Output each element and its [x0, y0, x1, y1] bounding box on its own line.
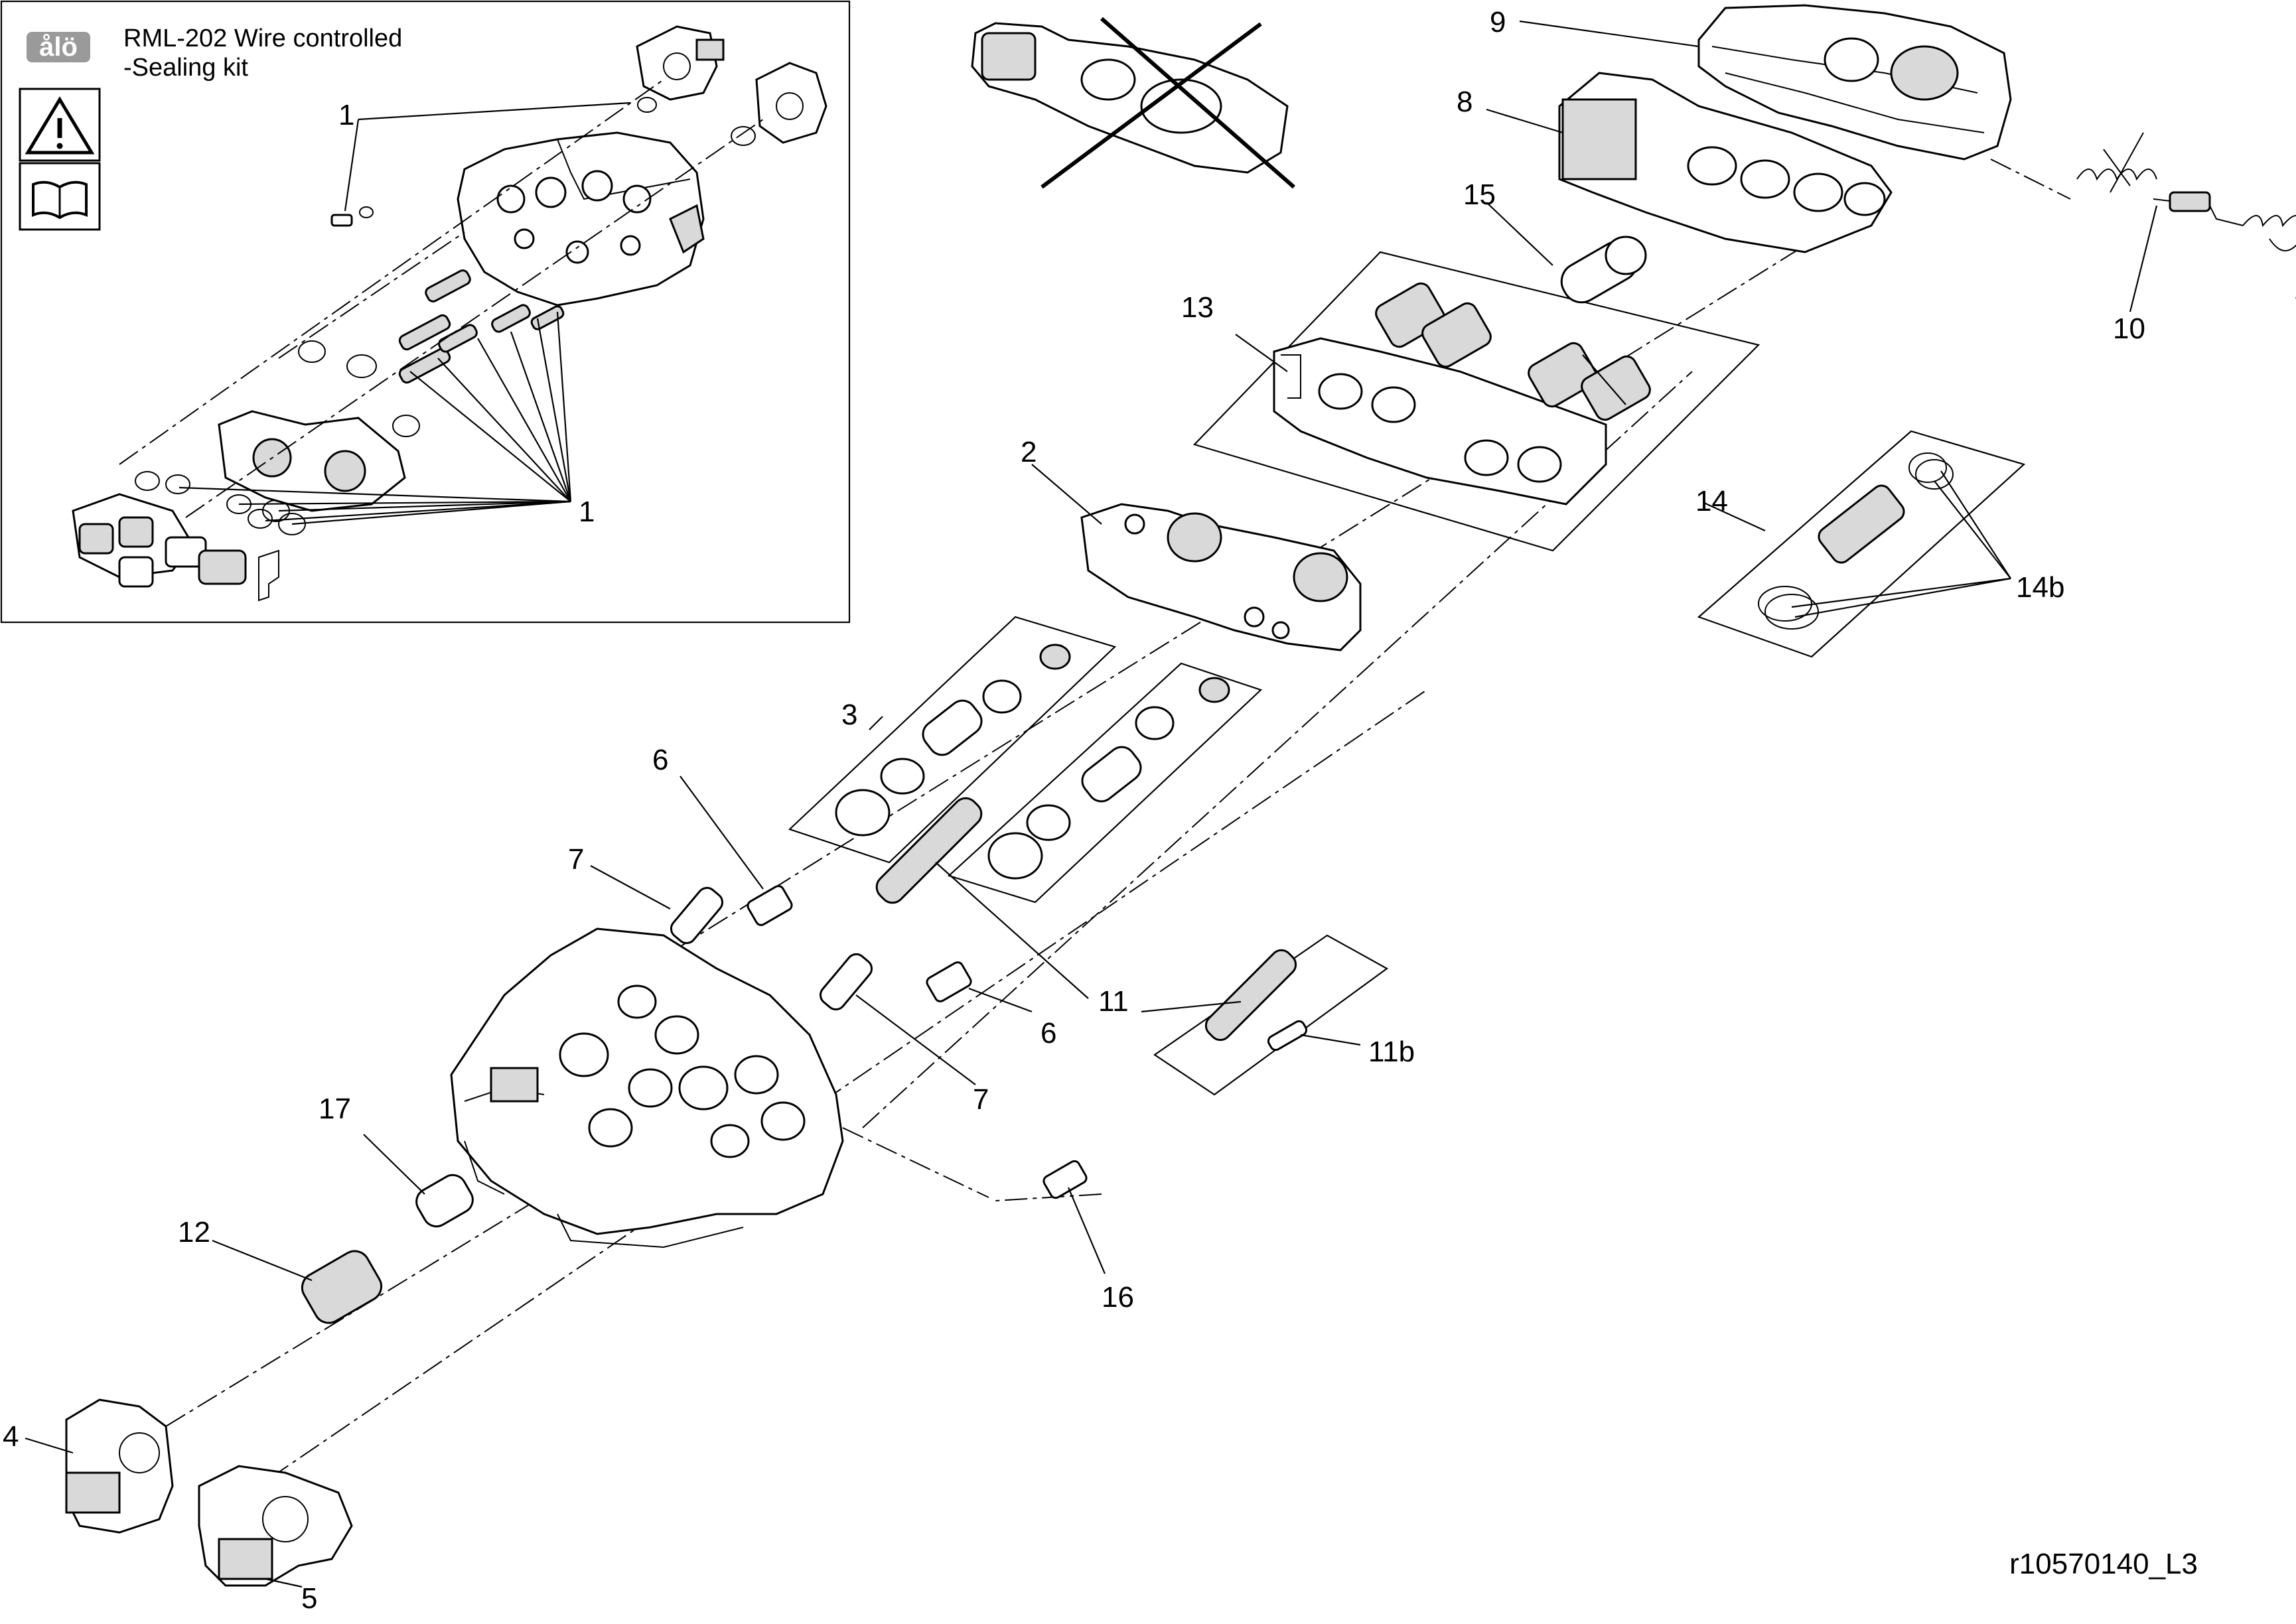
part-16-nipple: [1042, 1160, 1088, 1199]
part-5-end-cap: [198, 1465, 353, 1587]
part-7-plug-b: [819, 953, 873, 1011]
part-11-spool: [875, 797, 983, 904]
inset-subtitle: -Sealing kit: [123, 54, 248, 82]
callout-numbers: 9 8 15 13 10 14 14b 2 3 6 7 11 11b 6 7 1…: [3, 6, 2145, 1615]
callout-14b: 14b: [2016, 571, 2064, 604]
drawing-reference: r10570140_L3: [2009, 1548, 2198, 1580]
inset-callout-1-top: 1: [338, 99, 354, 131]
alo-logo: ålö: [27, 32, 90, 62]
cross-line-b: [1040, 22, 1262, 189]
part-4-end-cap: [65, 1398, 174, 1534]
logo-text: ålö: [39, 33, 78, 62]
inset-screw: [330, 214, 353, 227]
part-9-top-cover: [1697, 4, 2012, 161]
sealing-kit-inset: ålö RML-202 Wire controlled -Sealing kit: [0, 0, 851, 624]
callout-11: 11: [1098, 985, 1129, 1018]
open-book-icon: [19, 162, 101, 231]
part-10-coiled-cable: [2076, 132, 2296, 299]
callout-11b: 11b: [1368, 1036, 1415, 1068]
part-11b-spool-group: [1153, 934, 1389, 1096]
part-3-spring-group: [788, 616, 1263, 904]
part-6-check-valve-b: [926, 961, 972, 1002]
callout-9: 9: [1490, 6, 1506, 38]
callout-10: 10: [2113, 312, 2145, 345]
warning-triangle-icon: [19, 88, 101, 162]
part-8-housing: [1558, 72, 1893, 253]
callout-7-bottom: 7: [973, 1083, 989, 1116]
inset-frame: [0, 0, 851, 624]
leader-lines: [25, 20, 2158, 1588]
callout-12: 12: [178, 1216, 210, 1249]
inset-lower-housing: [218, 410, 406, 512]
callout-15: 15: [1463, 178, 1496, 211]
inset-leader-lines: [179, 102, 631, 525]
crossed-out-part: [971, 17, 1295, 189]
inset-end-cap-b: [755, 62, 827, 144]
inset-valve-body: [457, 131, 705, 306]
callout-2: 2: [1021, 436, 1037, 468]
callout-16: 16: [1102, 1281, 1134, 1314]
callout-6-bottom: 6: [1040, 1017, 1056, 1049]
callout-8: 8: [1457, 86, 1472, 118]
inset-couplings: [72, 493, 279, 602]
callout-3: 3: [841, 699, 857, 731]
callout-17: 17: [319, 1093, 351, 1125]
cross-line-a: [1100, 17, 1295, 189]
callout-5: 5: [301, 1582, 317, 1615]
main-valve-body: [450, 927, 844, 1249]
inset-end-cap-a: [636, 25, 725, 101]
callout-14: 14: [1695, 485, 1728, 517]
part-7-plug-a: [670, 886, 724, 945]
callout-4: 4: [3, 1420, 19, 1453]
part-6-check-valve-a: [747, 885, 793, 926]
callout-13: 13: [1181, 291, 1214, 324]
part-12-adapter: [301, 1250, 383, 1324]
inset-callout-1-bottom: 1: [579, 496, 595, 528]
callout-6-top: 6: [652, 744, 668, 776]
part-14b-seal-group: [1697, 430, 2026, 658]
callout-7-top: 7: [568, 843, 584, 876]
part-2-valve-cover: [1080, 503, 1362, 651]
part-17-plug: [415, 1174, 474, 1228]
part-13-gasket-group: [1192, 236, 1760, 552]
inset-title: RML-202 Wire controlled: [123, 25, 402, 52]
